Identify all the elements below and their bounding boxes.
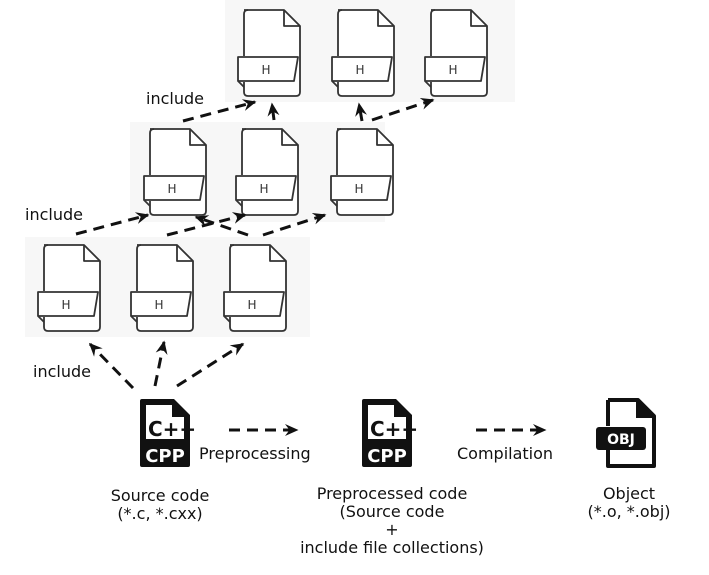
source-caption-line-2: (*.c, *.cxx): [117, 504, 203, 523]
source-badge-bottom: CPP: [145, 446, 185, 467]
compilation-step-label: Compilation: [457, 444, 554, 463]
header-file-icon: H: [237, 9, 301, 97]
header-file-icon: H: [143, 128, 207, 216]
preprocessed-caption-line-4: include file collections): [300, 538, 484, 557]
arrow-h1a-to-h2a: [75, 212, 150, 236]
header-file-icon: H: [331, 9, 395, 97]
source-badge-top: C++: [148, 417, 196, 441]
header-file-label: H: [247, 298, 256, 312]
source-caption: Source code (*.c, *.cxx): [111, 487, 210, 523]
arrow-h1c-to-h2c: [262, 212, 327, 237]
include-arrows: [75, 98, 547, 436]
arrow-h2c-to-h3c: [371, 98, 435, 122]
arrow-source-to-h1c: [176, 342, 245, 388]
header-file-label: H: [167, 182, 176, 196]
header-file-label: H: [154, 298, 163, 312]
arrow-h1c-to-h2a: [194, 215, 249, 237]
include-label-top: include: [146, 89, 204, 108]
preprocessed-caption-line-3: +: [385, 520, 399, 539]
include-label-bottom: include: [33, 362, 91, 381]
cpp-preprocessed-file-icon: C++ CPP: [362, 399, 418, 467]
arrow-source-to-h1a: [88, 342, 135, 390]
preprocessed-badge-bottom: CPP: [367, 446, 407, 467]
cpp-source-file-icon: C++ CPP: [140, 399, 196, 467]
header-file-icon: H: [130, 244, 194, 332]
header-file-label: H: [261, 63, 270, 77]
preprocessed-caption-line-1: Preprocessed code: [316, 484, 468, 503]
obj-file-icon: OBJ: [596, 398, 656, 468]
header-file-icon: H: [424, 9, 488, 97]
header-file-label: H: [448, 63, 457, 77]
header-files: H H H H H H H H H: [37, 9, 488, 332]
header-file-label: H: [354, 182, 363, 196]
preprocessed-badge-top: C++: [370, 417, 418, 441]
object-caption-line-2: (*.o, *.obj): [587, 502, 671, 521]
object-caption: Object (*.o, *.obj): [587, 485, 670, 521]
include-label-middle: include: [25, 205, 83, 224]
preprocessed-caption-line-2: (Source code: [339, 502, 445, 521]
obj-badge: OBJ: [607, 432, 635, 448]
object-caption-line-1: Object: [602, 484, 656, 503]
arrow-h2b-to-h3a: [267, 102, 280, 121]
source-caption-line-1: Source code: [110, 486, 210, 505]
preprocessing-step-label: Preprocessing: [199, 444, 311, 463]
arrow-h2a-to-h3a: [182, 99, 257, 123]
header-file-icon: H: [235, 128, 299, 216]
header-file-label: H: [61, 298, 70, 312]
arrow-source-to-h1b: [153, 340, 168, 387]
header-file-label: H: [259, 182, 268, 196]
header-file-icon: H: [37, 244, 101, 332]
header-file-label: H: [355, 63, 364, 77]
header-file-icon: H: [223, 244, 287, 332]
header-file-icon: H: [330, 128, 394, 216]
arrow-h2c-to-h3b: [355, 102, 367, 122]
preprocessed-caption: Preprocessed code (Source code + include…: [300, 485, 484, 557]
